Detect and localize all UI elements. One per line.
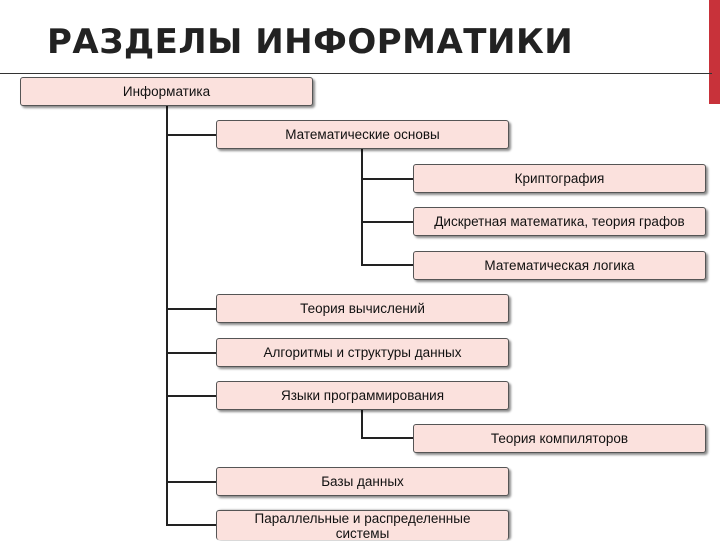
node-parallel-systems: Параллельные и распределенные системы — [216, 510, 509, 541]
connector-logic — [361, 264, 413, 266]
node-cryptography: Криптография — [413, 164, 706, 193]
node-math-foundations: Математические основы — [216, 120, 509, 149]
connector-algorithms — [166, 352, 216, 354]
connector-trunk-math — [361, 149, 363, 266]
node-compiler-theory: Теория компиляторов — [413, 424, 706, 453]
node-databases: Базы данных — [216, 467, 509, 496]
connector-compilers — [361, 437, 413, 439]
node-discrete-math: Дискретная математика, теория графов — [413, 207, 706, 236]
connector-parallel — [166, 524, 216, 526]
node-informatika: Информатика — [20, 77, 313, 106]
connector-math — [166, 134, 216, 136]
node-programming-languages: Языки программирования — [216, 381, 509, 410]
node-math-logic: Математическая логика — [413, 251, 706, 280]
accent-bar — [709, 0, 720, 104]
connector-databases — [166, 481, 216, 483]
connector-crypto — [361, 178, 413, 180]
connector-trunk-main — [166, 106, 168, 526]
title-underline — [0, 73, 712, 74]
node-algorithms: Алгоритмы и структуры данных — [216, 338, 509, 367]
connector-languages — [166, 395, 216, 397]
connector-trunk-languages — [361, 408, 363, 439]
connector-discrete — [361, 221, 413, 223]
connector-computation — [166, 308, 216, 310]
node-computation-theory: Теория вычислений — [216, 294, 509, 323]
page-title: РАЗДЕЛЫ ИНФОРМАТИКИ — [47, 22, 574, 62]
